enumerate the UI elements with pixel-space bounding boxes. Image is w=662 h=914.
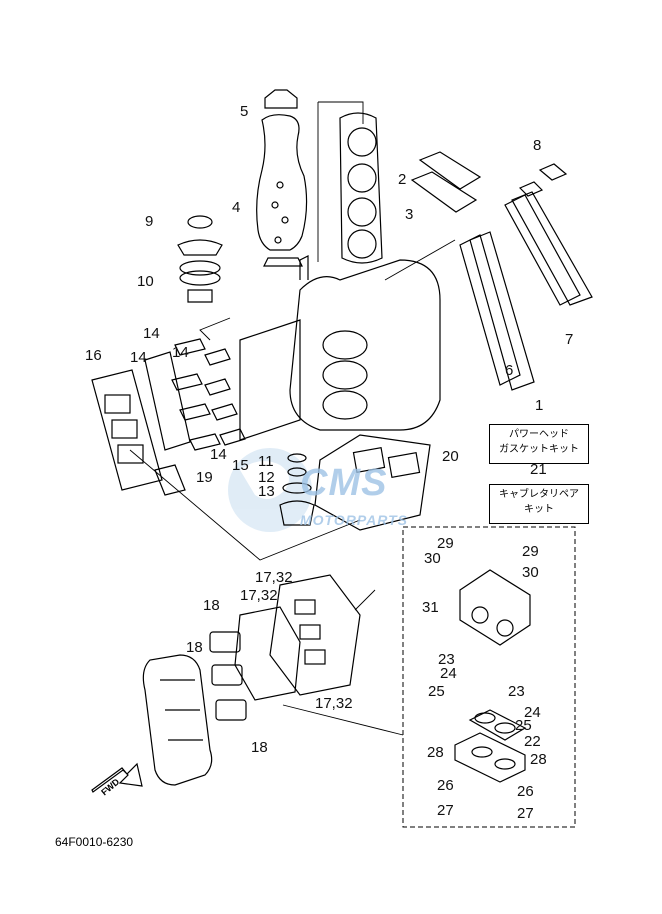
callout-22: 22 <box>524 733 541 750</box>
exhaust-cover-gasket <box>410 151 482 213</box>
carburetor-repair-kit-box: キャブレタリペア キット <box>489 484 589 524</box>
cylinder-head-gasket <box>339 112 383 264</box>
callout-15: 15 <box>232 457 249 474</box>
callout-26: 26 <box>437 777 454 794</box>
diagram-id: 64F0010-6230 <box>55 835 134 849</box>
exhaust-outer-cover <box>459 191 593 391</box>
silencer-gaskets <box>209 631 247 721</box>
exhaust-plate-gasket <box>314 434 431 531</box>
callout-1: 1 <box>535 397 544 414</box>
callout-18: 18 <box>203 597 220 614</box>
carburetor-body <box>454 569 531 783</box>
callout-7: 7 <box>565 331 574 348</box>
callout-14: 14 <box>210 446 227 463</box>
carb-kit-line2: キット <box>524 504 554 515</box>
callout-19: 19 <box>196 469 213 486</box>
callout-25: 25 <box>428 683 445 700</box>
callout-12: 12 <box>258 469 275 486</box>
callout-14: 14 <box>130 349 147 366</box>
callout-24: 24 <box>440 665 457 682</box>
callout-18: 18 <box>251 739 268 756</box>
callout-29: 29 <box>437 535 454 552</box>
callout-28: 28 <box>530 751 547 768</box>
callout-23: 23 <box>508 683 525 700</box>
reed-valve-assembly <box>91 338 246 496</box>
callout-3: 3 <box>405 206 414 223</box>
callout-25: 25 <box>515 717 532 734</box>
cylinder-block <box>239 255 441 441</box>
head-cover-gasket <box>256 89 308 267</box>
callout-23: 23 <box>438 651 455 668</box>
intake-silencer <box>142 654 213 786</box>
leader-lines <box>129 101 456 736</box>
callout-28: 28 <box>427 744 444 761</box>
callout-13: 13 <box>258 483 275 500</box>
power-head-gasket-kit-box: パワーヘッド ガスケットキット <box>489 424 589 464</box>
callout-30: 30 <box>522 564 539 581</box>
callout-24: 24 <box>524 704 541 721</box>
oil-seal-housing <box>177 215 223 303</box>
carburetor-group-frame <box>402 526 576 828</box>
callout-5: 5 <box>240 103 249 120</box>
callout-11: 11 <box>258 453 274 470</box>
power-head-kit-line2: ガスケットキット <box>499 444 579 455</box>
callout-31: 31 <box>422 599 439 616</box>
callout-14: 14 <box>172 344 189 361</box>
callout-20: 20 <box>442 448 459 465</box>
callout-30: 30 <box>424 550 441 567</box>
carb-kit-line1: キャブレタリペア <box>499 489 579 500</box>
callout-17-32: 17,32 <box>255 569 293 586</box>
callout-17-32: 17,32 <box>240 587 278 604</box>
callout-10: 10 <box>137 273 154 290</box>
callout-14: 14 <box>143 325 160 342</box>
callout-6: 6 <box>505 362 514 379</box>
callout-17-32: 17,32 <box>315 695 353 712</box>
fwd-arrow <box>91 762 143 793</box>
thermostat-housing <box>518 163 568 197</box>
callout-29: 29 <box>522 543 539 560</box>
callout-18: 18 <box>186 639 203 656</box>
callout-9: 9 <box>145 213 154 230</box>
callout-27: 27 <box>517 805 534 822</box>
callout-4: 4 <box>232 199 241 216</box>
watermark-logo: CMS <box>300 462 388 504</box>
lower-bearing-housing <box>279 453 315 526</box>
callout-21: 21 <box>530 461 547 478</box>
callout-16: 16 <box>85 347 102 364</box>
power-head-kit-line1: パワーヘッド <box>509 429 569 440</box>
callout-8: 8 <box>533 137 542 154</box>
callout-2: 2 <box>398 171 407 188</box>
callout-27: 27 <box>437 802 454 819</box>
watermark-text: MOTORPARTS <box>300 512 409 528</box>
callout-26: 26 <box>517 783 534 800</box>
